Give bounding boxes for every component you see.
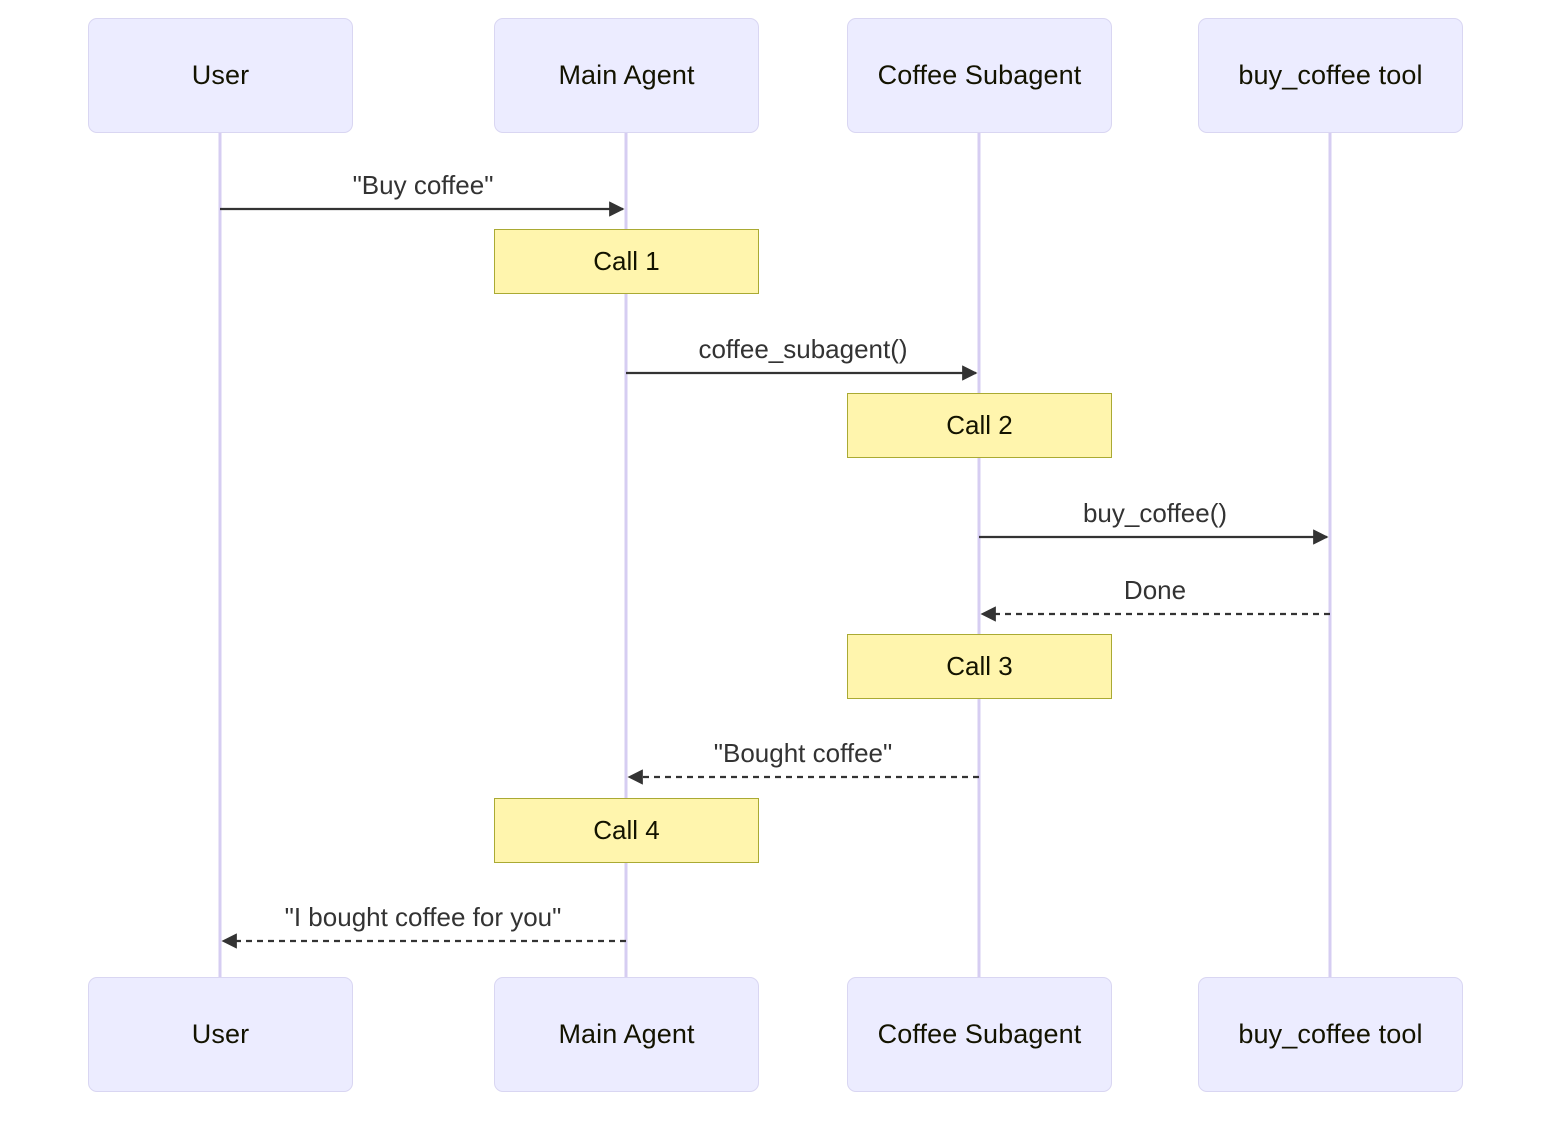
- participant-header-user[interactable]: User: [88, 18, 353, 133]
- note-label: Call 2: [946, 410, 1013, 440]
- note-label: Call 1: [593, 246, 660, 276]
- participant-label: buy_coffee tool: [1238, 60, 1423, 90]
- message-label-m4: Done: [1123, 575, 1187, 605]
- message-arrows-group: [220, 201, 1330, 949]
- note-call-1: Call 1: [494, 229, 759, 294]
- participant-header-buy_coffee_tool[interactable]: buy_coffee tool: [1198, 18, 1463, 133]
- participant-label: User: [191, 1019, 250, 1049]
- participant-header-coffee_subagent[interactable]: Coffee Subagent: [847, 18, 1112, 133]
- lifelines-group: [218, 133, 1332, 977]
- participant-label: Coffee Subagent: [877, 60, 1082, 90]
- participant-label: buy_coffee tool: [1238, 1019, 1423, 1049]
- participant-footer-coffee_subagent[interactable]: Coffee Subagent: [847, 977, 1112, 1092]
- message-label-m6: "I bought coffee for you": [284, 902, 562, 932]
- note-call-2: Call 2: [847, 393, 1112, 458]
- participant-label: Main Agent: [558, 60, 695, 90]
- message-label-m3: buy_coffee(): [1082, 498, 1228, 528]
- participant-label: User: [191, 60, 250, 90]
- message-label-m5: "Bought coffee": [713, 738, 893, 768]
- participant-footer-user[interactable]: User: [88, 977, 353, 1092]
- participant-header-main_agent[interactable]: Main Agent: [494, 18, 759, 133]
- participant-label: Main Agent: [558, 1019, 695, 1049]
- message-label-m1: "Buy coffee": [352, 170, 494, 200]
- participant-footer-main_agent[interactable]: Main Agent: [494, 977, 759, 1092]
- note-call-3: Call 3: [847, 634, 1112, 699]
- participant-label: Coffee Subagent: [877, 1019, 1082, 1049]
- note-label: Call 4: [593, 815, 660, 845]
- note-call-4: Call 4: [494, 798, 759, 863]
- note-label: Call 3: [946, 651, 1013, 681]
- message-label-m2: coffee_subagent(): [698, 334, 908, 364]
- participant-footer-buy_coffee_tool[interactable]: buy_coffee tool: [1198, 977, 1463, 1092]
